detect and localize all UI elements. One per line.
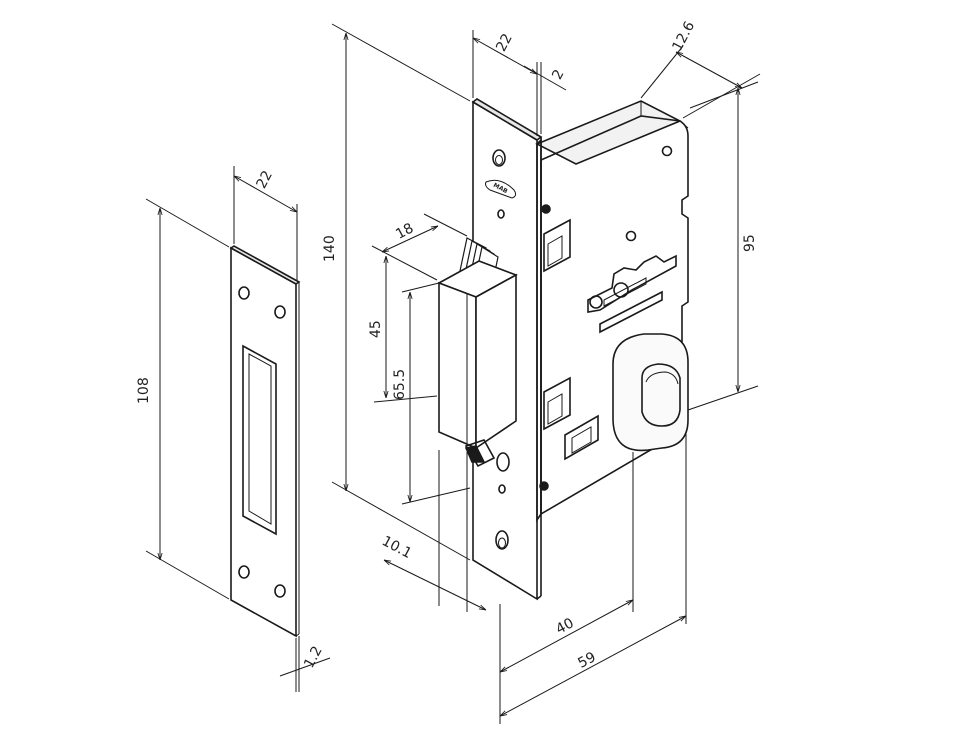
dim-line <box>234 176 297 212</box>
dim-backset: 40 <box>500 452 633 680</box>
dim-label: 59 <box>575 649 598 671</box>
dim-line <box>279 657 331 677</box>
dim-latch-lower: 65.5 <box>392 282 471 505</box>
faceplate-hole-mid <box>496 452 510 472</box>
latch-side-face <box>475 273 517 450</box>
strike-hole-bottom-right <box>274 584 286 598</box>
case-window-square-inner <box>571 426 592 454</box>
latch-bolt <box>437 237 518 468</box>
mechanism-pivot-left <box>589 295 603 309</box>
ext-line <box>687 385 759 411</box>
ext-line <box>401 487 471 505</box>
case-window-lower <box>543 376 571 431</box>
strike-hole-top-left <box>238 286 250 300</box>
faceplate-hole-small-top <box>497 209 505 219</box>
strike-plate-outline <box>230 246 297 638</box>
strike-hole-bottom-left <box>238 565 250 579</box>
dim-label: 95 <box>742 234 758 252</box>
case-window-lower-inner <box>547 393 563 425</box>
ext-line <box>331 481 471 561</box>
ext-line <box>423 213 468 237</box>
dim-line <box>500 600 633 672</box>
dim-line <box>473 38 537 74</box>
strike-hole-top-right <box>274 305 286 319</box>
dim-faceplate-width: 22 <box>473 30 537 136</box>
strike-latch-opening <box>242 344 277 536</box>
lock-case-top <box>535 100 682 165</box>
case-rivet-mid <box>625 230 637 242</box>
dim-faceplate-height: 140 <box>322 23 471 561</box>
dim-line <box>676 52 742 88</box>
ext-line <box>401 282 440 293</box>
ext-line <box>689 81 759 109</box>
strike-plate-edge <box>229 245 301 285</box>
ext-line <box>331 23 471 102</box>
faceplate-side-join <box>536 595 542 600</box>
dim-strike-width: 22 <box>234 166 297 280</box>
dim-latch-depth: 10.1 <box>379 450 486 612</box>
latch-base-dark <box>464 445 486 463</box>
faceplate-hole-top-inner <box>495 155 503 165</box>
dim-line <box>523 65 567 91</box>
dim-line <box>384 560 486 610</box>
dim-label: 22 <box>493 31 515 54</box>
dim-line <box>382 226 438 252</box>
ext-line <box>640 45 684 99</box>
lock-case <box>535 100 689 523</box>
case-rivet-left-top <box>541 204 551 214</box>
lock-case-body <box>540 115 689 516</box>
case-rivet-top <box>661 145 673 157</box>
case-window-square <box>564 414 599 461</box>
strike-plate-side-join <box>295 633 300 637</box>
case-window-upper <box>543 218 571 273</box>
brand-logo-shape <box>485 179 517 199</box>
ext-line <box>145 198 230 248</box>
dim-latch-upper: 45 <box>368 256 438 403</box>
ext-line <box>371 245 438 281</box>
strike-plate <box>229 245 301 638</box>
dim-case-offset: 12.6 <box>640 19 761 119</box>
strike-latch-opening-inner <box>248 353 272 525</box>
dim-label: 108 <box>136 377 152 404</box>
dim-label: 140 <box>322 235 338 262</box>
faceplate: MAB <box>471 98 543 601</box>
dim-case-depth: 59 <box>500 432 686 724</box>
ext-line <box>145 550 230 600</box>
dim-case-height: 95 <box>687 81 759 411</box>
dim-label: 22 <box>254 168 276 191</box>
faceplate-hole-bottom <box>495 530 509 550</box>
dim-latch-width: 18 <box>371 213 468 281</box>
mechanism-slot-2 <box>603 277 647 307</box>
brand-logo: MAB <box>485 179 517 199</box>
mechanism-lever <box>587 254 677 313</box>
dim-label: 18 <box>393 220 416 242</box>
dim-label: 65.5 <box>392 369 408 400</box>
cylinder-housing <box>612 333 689 452</box>
dim-label: 2 <box>549 67 567 82</box>
case-rivet-left-bottom <box>539 481 549 491</box>
dim-strike-height: 108 <box>136 198 230 600</box>
cylinder-hole-shadow <box>645 371 679 385</box>
faceplate-hole-bottom-inner <box>498 537 506 549</box>
dim-label: 10.1 <box>379 533 414 562</box>
faceplate-hole-top <box>492 149 506 167</box>
latch-front-face <box>438 281 477 450</box>
dim-label: 12.6 <box>669 19 698 54</box>
mechanism-slot-1 <box>599 290 663 334</box>
lock-case-rim-2 <box>679 120 689 129</box>
dim-label: 45 <box>368 320 384 338</box>
faceplate-edge <box>471 98 543 141</box>
dim-faceplate-step: 2 <box>523 62 568 134</box>
case-window-upper-inner <box>547 235 563 267</box>
ext-line <box>373 395 438 403</box>
dim-line <box>500 616 686 716</box>
faceplate-hole-small-bottom <box>498 484 506 494</box>
cylinder-hole <box>641 363 681 427</box>
dim-strike-thickness: 1.2 <box>279 636 331 692</box>
dim-label: 40 <box>553 615 576 637</box>
